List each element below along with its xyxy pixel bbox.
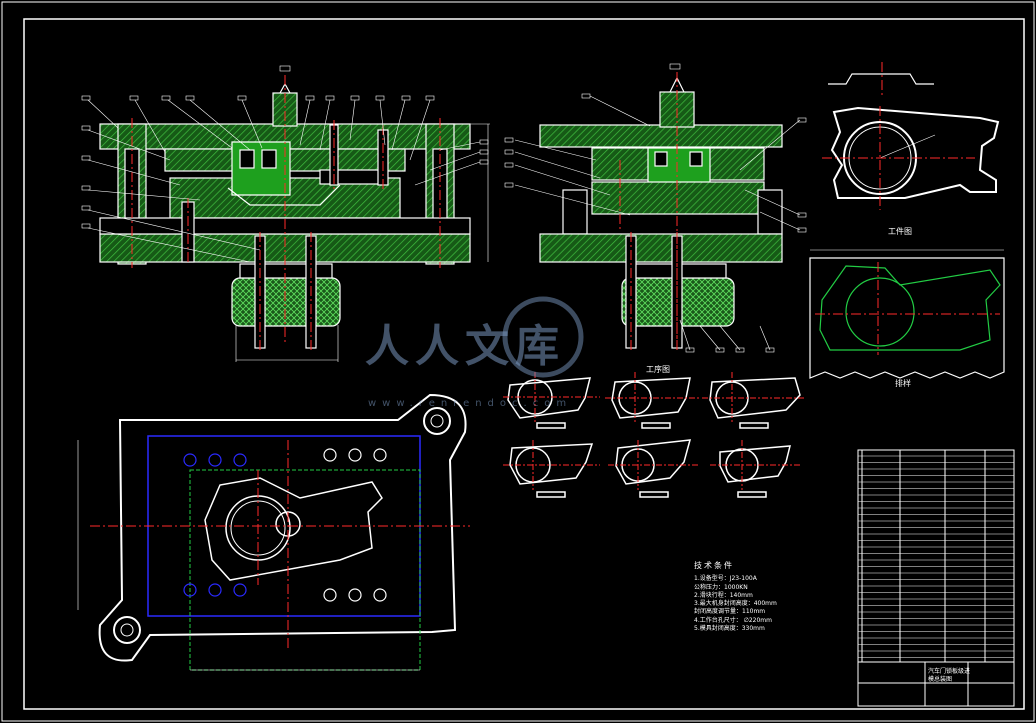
watermark-brand: 人人文库: [365, 321, 565, 372]
process-stage-4: [509, 443, 594, 498]
process-stage-6: [719, 445, 791, 498]
process-stages: [507, 377, 801, 498]
process-stage-2: [611, 377, 691, 429]
workpiece-drawing: [828, 73, 1000, 199]
technical-requirements: 技术条件 1.设备型号：J23-100A 公称压力：1000KN 2.滑块行程：…: [694, 561, 777, 633]
workpiece-center-lines: [822, 62, 975, 210]
side-leader-lines: [514, 95, 801, 351]
process-diagram-caption: 工序图: [646, 365, 670, 374]
watermark-url: www.renrendoc.com: [368, 398, 573, 409]
technical-requirements-title: 技术条件: [694, 561, 734, 570]
tech-req-line: 公称压力：1000KN: [694, 583, 748, 591]
tech-req-line: 2.滑块行程：140mm: [694, 591, 753, 599]
bom-table: [857, 449, 1015, 707]
drawing-name-line2: 模总装图: [928, 676, 953, 683]
front-center-lines: [131, 75, 441, 352]
die-plan-view: [77, 393, 467, 671]
front-leader-lines: [87, 99, 490, 362]
workpiece-diagram-caption: 工件图: [888, 227, 912, 236]
watermark-ring-icon: [502, 296, 584, 378]
process-stage-5: [615, 439, 692, 498]
process-stage-3: [709, 377, 801, 429]
bom-rows: [858, 455, 1014, 658]
plan-center-lines: [90, 440, 470, 650]
watermark-logo: 人人文库: [365, 310, 565, 374]
drawing-name-line1: 汽车门锁板级进: [928, 668, 971, 675]
tech-req-line: 4.工作台孔尺寸： ∅220mm: [694, 616, 773, 624]
side-balloons: [504, 63, 807, 353]
side-section-view: [539, 76, 783, 349]
tech-req-line: 封闭高度调节量：110mm: [694, 608, 766, 616]
side-center-lines: [619, 72, 678, 352]
layout-diagram-caption: 排样: [895, 379, 911, 388]
tech-req-line: 1.设备型号：J23-100A: [694, 575, 757, 583]
tech-req-line: 5.模具封闭高度：330mm: [694, 625, 765, 633]
process-center-lines: [503, 372, 805, 490]
front-balloons: [81, 65, 489, 229]
tech-req-line: 3.最大机身封闭高度：400mm: [694, 600, 777, 608]
strip-center-lines: [815, 262, 1000, 355]
